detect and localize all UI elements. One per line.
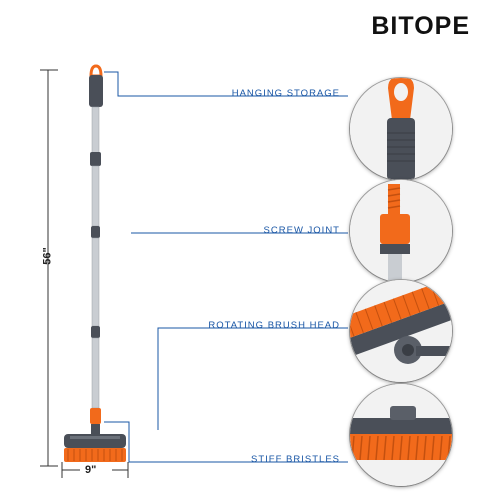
brand-logo: BITOPE bbox=[371, 12, 470, 40]
callout-line-hanging-storage bbox=[104, 71, 348, 97]
broom-handle bbox=[89, 64, 103, 434]
width-dimension-line bbox=[61, 462, 129, 478]
callout-label-rotating-brush-head: ROTATING BRUSH HEAD bbox=[208, 320, 340, 331]
callout-label-hanging-storage: HANGING STORAGE bbox=[231, 88, 340, 99]
callout-line-stiff-bristles bbox=[104, 421, 348, 463]
detail-stiff-bristles-image bbox=[350, 384, 452, 486]
detail-hanging-storage-image bbox=[350, 78, 452, 180]
callout-label-stiff-bristles: STIFF BRISTLES bbox=[251, 454, 340, 465]
detail-screw-joint-image bbox=[350, 180, 452, 282]
height-dimension-label: 56" bbox=[41, 247, 54, 265]
callout-line-rotating-brush-head bbox=[157, 327, 348, 430]
height-dimension-line bbox=[40, 69, 58, 467]
width-dimension-label: 9" bbox=[85, 464, 97, 476]
detail-rotating-brush-head-image bbox=[350, 280, 452, 382]
brush-head bbox=[64, 434, 126, 462]
callout-label-screw-joint: SCREW JOINT bbox=[263, 225, 340, 236]
